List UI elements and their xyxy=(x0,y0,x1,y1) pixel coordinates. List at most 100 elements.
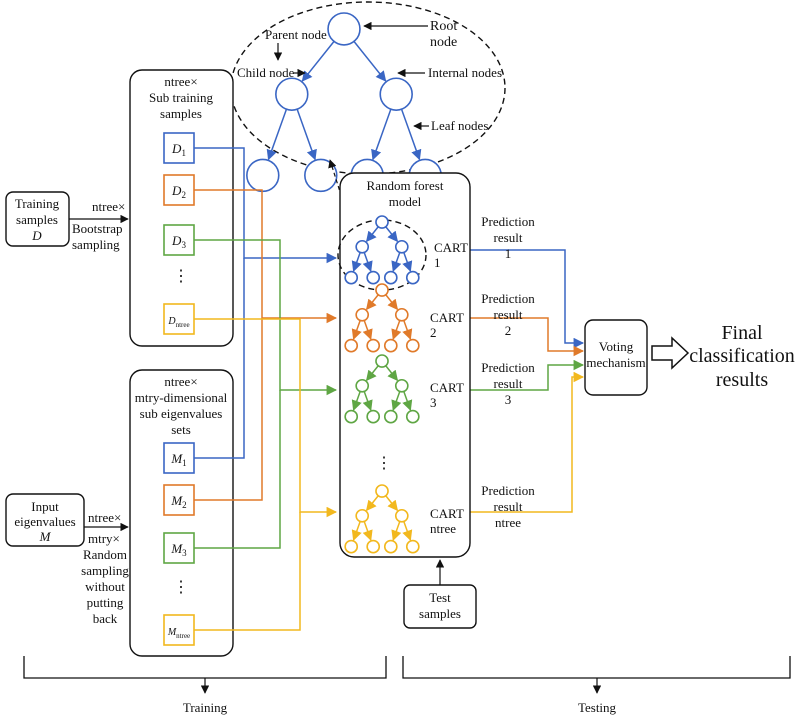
cart-label-1-id: 1 xyxy=(434,255,441,270)
tree-root-node xyxy=(327,12,361,46)
final-line1: Final xyxy=(721,322,763,344)
prediction-2-line3: 2 xyxy=(505,323,512,338)
random-forest-panel: Random forest model ⋮ xyxy=(337,172,471,558)
bootstrap-line2: Bootstrap xyxy=(72,221,123,236)
testing-bracket xyxy=(402,656,791,694)
sub-training-ellipsis: ⋮ xyxy=(173,268,189,285)
test-samples-line2: samples xyxy=(419,606,461,621)
tree-edge xyxy=(351,252,362,272)
prediction-labels: Predictionresult1Predictionresult2Predic… xyxy=(481,214,535,530)
m-item-box-4 xyxy=(163,614,195,646)
cart-label-4-id: ntree xyxy=(430,521,456,536)
tree-edge xyxy=(365,294,379,311)
tree-edge xyxy=(402,252,413,272)
d-to-cart-2 xyxy=(194,189,338,324)
prediction-4-line1: Prediction xyxy=(481,483,535,498)
tree-edge xyxy=(353,40,387,82)
testing-phase-label: Testing xyxy=(578,700,617,715)
tree-leaf-node xyxy=(383,539,398,554)
m-to-cart-4 xyxy=(194,512,301,631)
tree-edge xyxy=(296,108,317,161)
prediction-1-line2: result xyxy=(494,230,523,245)
random-sampling-line2: mtry× xyxy=(88,531,120,546)
sub-eigen-header2: mtry-dimensional xyxy=(135,390,228,405)
cart-label-2: CART xyxy=(430,310,464,325)
prediction-3-line2: result xyxy=(494,376,523,391)
tree-root-node xyxy=(375,354,389,368)
bootstrap-line1: ntree× xyxy=(92,199,125,214)
voting-line1: Voting xyxy=(599,339,634,354)
d-to-cart-1 xyxy=(194,147,338,264)
sub-eigen-ellipsis: ⋮ xyxy=(173,579,189,596)
tree-internal-node xyxy=(275,77,309,111)
tree-internal-node xyxy=(355,508,370,523)
tree-leaf-node xyxy=(405,539,420,554)
tree-edge xyxy=(351,320,362,340)
tree-leaf-node xyxy=(246,158,280,193)
tree-internal-node xyxy=(394,239,409,254)
tree-leaf-node xyxy=(405,270,420,285)
tree-edge xyxy=(385,495,399,512)
tree-edge xyxy=(362,320,373,340)
cart-tree-1 xyxy=(344,215,420,285)
cart-tree-3 xyxy=(344,354,420,424)
tree-leaf-node xyxy=(383,338,398,353)
sub-eigen-header1: ntree× xyxy=(164,374,197,389)
input-eigen-line2: eigenvalues xyxy=(14,514,75,529)
root-label-1: Root xyxy=(430,19,457,34)
cart2-to-voting xyxy=(470,317,585,357)
m-to-cart-2 xyxy=(194,318,263,501)
forest-title1: Random forest xyxy=(367,178,444,193)
final-line2: classification xyxy=(689,345,795,367)
test-samples-line1: Test xyxy=(429,590,451,605)
input-eigen-symbol: M xyxy=(39,529,52,544)
training-bracket xyxy=(23,656,387,694)
tree-leaf-node xyxy=(344,539,359,554)
cart-label-3: CART xyxy=(430,380,464,395)
forest-title2: model xyxy=(389,194,422,209)
tree-edge xyxy=(362,252,373,272)
random-sampling-line7: back xyxy=(93,611,118,626)
cart4-to-voting xyxy=(470,371,585,513)
random-sampling-line3: Random xyxy=(83,547,127,562)
tree-root-node xyxy=(375,484,389,498)
tree-edge xyxy=(391,252,402,272)
m-item-box-2 xyxy=(163,484,195,516)
tree-edge xyxy=(362,521,373,541)
tree-edge xyxy=(365,226,379,243)
tree-leaf-node xyxy=(405,409,420,424)
tree-root-node xyxy=(375,283,389,297)
tree-root-node xyxy=(375,215,389,229)
voting-box: Voting mechanism xyxy=(584,319,648,396)
final-line3: results xyxy=(716,369,768,391)
tree-internal-node xyxy=(355,307,370,322)
tree-edge xyxy=(351,521,362,541)
connector-lines xyxy=(194,147,585,631)
m-item-box-1 xyxy=(163,442,195,474)
random-sampling-line4: sampling xyxy=(81,563,129,578)
sub-training-header2: Sub training xyxy=(149,90,213,105)
tree-leaf-node xyxy=(366,338,381,353)
sub-training-header3: samples xyxy=(160,106,202,121)
training-samples-line2: samples xyxy=(16,212,58,227)
tree-edge xyxy=(365,495,379,512)
cart-label-4: CART xyxy=(430,506,464,521)
prediction-1-line3: 1 xyxy=(505,246,512,261)
final-results: Final classification results xyxy=(689,322,795,391)
internal-nodes-label: Internal nodes xyxy=(428,65,502,80)
forest-ellipsis: ⋮ xyxy=(376,455,392,472)
tree-internal-node xyxy=(394,307,409,322)
voting-line2: mechanism xyxy=(586,355,645,370)
tree-internal-node xyxy=(394,378,409,393)
tree-leaf-node xyxy=(366,270,381,285)
tree-leaf-node xyxy=(383,409,398,424)
prediction-1-line1: Prediction xyxy=(481,214,535,229)
tree-leaf-node xyxy=(344,270,359,285)
tree-leaf-node xyxy=(366,539,381,554)
tree-edge xyxy=(371,108,392,161)
